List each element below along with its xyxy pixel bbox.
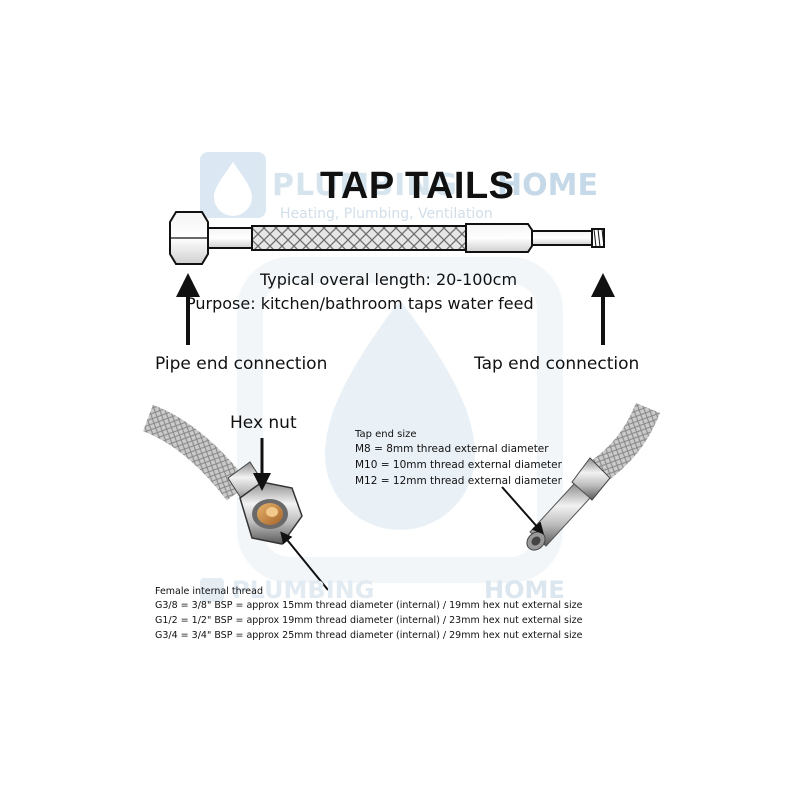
watermark-drop-icon: [325, 300, 475, 530]
ferrule-schematic: [207, 227, 253, 249]
female-thread-g12: G1/2 = 1/2" BSP = approx 19mm thread dia…: [155, 615, 583, 626]
female-thread-heading: Female internal thread: [155, 586, 263, 597]
watermark-brand-left: PLUMBING: [272, 168, 459, 203]
tap-end-size-block: Tap end size M8 = 8mm thread external di…: [355, 428, 562, 489]
tap-end-size-pointer: [501, 486, 544, 535]
female-thread-block: Female internal thread G3/8 = 3/8" BSP =…: [155, 585, 582, 643]
female-thread-pointer: [280, 531, 329, 591]
watermark-tagline: Heating, Plumbing, Ventilation: [280, 206, 493, 222]
watermark-bottom-right: HOME: [484, 576, 565, 604]
watermark-graphic: [200, 152, 563, 602]
tap-end-tube-photo: [529, 483, 591, 547]
female-thread-g34: G3/4 = 3/4" BSP = approx 25mm thread dia…: [155, 630, 583, 641]
tap-end-ferrule-schematic: [465, 223, 533, 253]
watermark-bottom-icon: [200, 578, 224, 602]
female-thread-g38: G3/8 = 3/8" BSP = approx 15mm thread dia…: [155, 600, 583, 611]
tap-end-tube-schematic: [531, 230, 593, 246]
hex-nut-photo: [142, 404, 303, 545]
watermark-brand-right: HOME: [497, 168, 598, 203]
tap-end-size-m12: M12 = 12mm thread external diameter: [355, 475, 562, 487]
pipe-end-label: Pipe end connection: [155, 354, 328, 374]
tap-end-size-m10: M10 = 10mm thread external diameter: [355, 459, 562, 471]
tap-tail-schematic: [169, 211, 605, 265]
tap-end-size-heading: Tap end size: [355, 429, 417, 440]
purpose-text: Purpose: kitchen/bathroom taps water fee…: [186, 294, 534, 313]
tap-end-label: Tap end connection: [474, 354, 640, 374]
page-title: TAP TAILS: [320, 165, 515, 207]
tap-end-size-m8: M8 = 8mm thread external diameter: [355, 443, 549, 455]
watermark-bottom-left: PLUMBING: [232, 576, 375, 604]
braided-hose-schematic: [251, 225, 467, 251]
hex-nut-label: Hex nut: [230, 413, 297, 433]
watermark-frame-icon: [237, 257, 563, 583]
tap-end-photo: [526, 402, 661, 551]
typical-length-text: Typical overal length: 20-100cm: [260, 270, 518, 289]
